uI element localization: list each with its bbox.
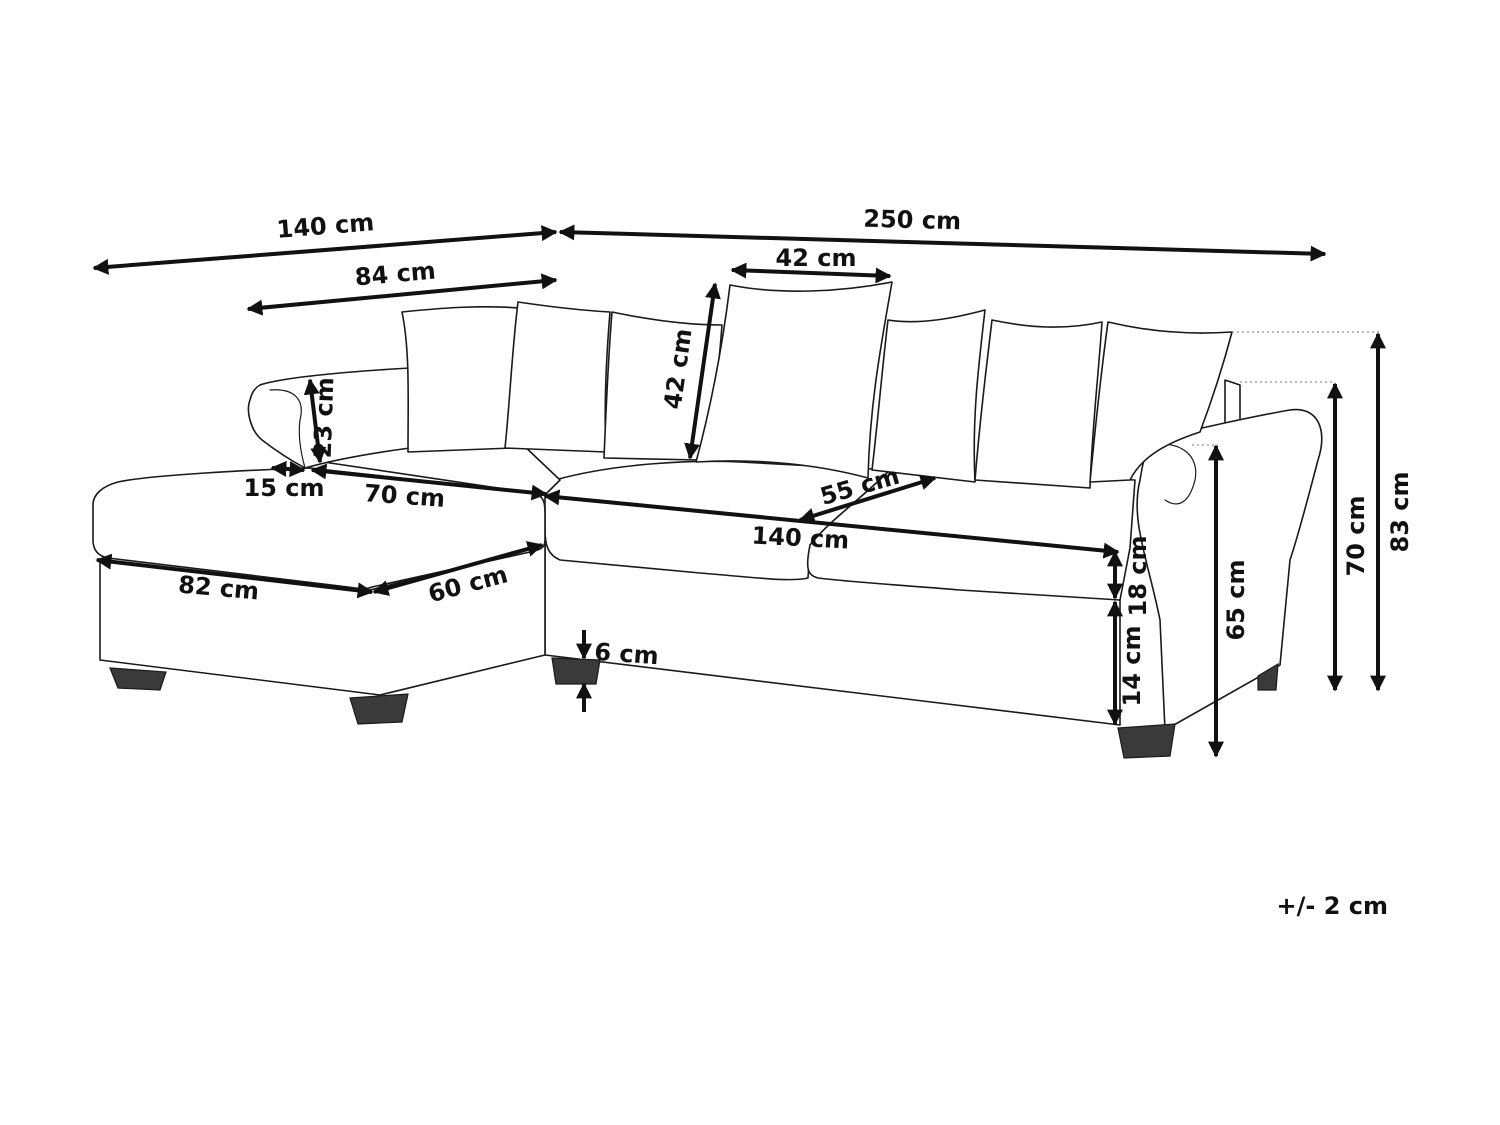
- label-cushion-height: 18 cm: [1124, 536, 1152, 617]
- pillow-6: [974, 319, 1103, 489]
- pillow-2: [504, 301, 611, 453]
- leg-chaise-front: [349, 693, 409, 725]
- label-back-height: 70 cm: [1342, 496, 1370, 577]
- label-leg-height: 6 cm: [594, 638, 660, 670]
- label-armrest-height: 23 cm: [309, 377, 340, 459]
- arrow-pillow-width: [730, 262, 892, 284]
- leg-main-right: [1117, 723, 1176, 759]
- pillow-1: [401, 305, 521, 453]
- label-total-left: 140 cm: [276, 208, 376, 244]
- pillow-4: [695, 281, 893, 479]
- leg-back-right: [1257, 662, 1279, 691]
- leg-chaise-back: [109, 667, 167, 691]
- label-armrest-width: 15 cm: [244, 474, 325, 502]
- label-chaise-seat-depth: 70 cm: [363, 479, 446, 513]
- arrow-armrest-height: [303, 378, 327, 464]
- right-armrest: [1136, 408, 1323, 731]
- pillow-5: [871, 309, 986, 483]
- label-base-height: 14 cm: [1118, 626, 1146, 707]
- label-arm-height: 65 cm: [1222, 560, 1250, 641]
- arrow-chaise-length: [95, 553, 374, 599]
- arrow-total-left: [92, 225, 558, 275]
- arrow-pillows-width: [246, 273, 558, 316]
- tolerance-note: +/- 2 cm: [1277, 892, 1388, 920]
- arrow-seat-width: [543, 489, 1120, 559]
- arrow-chaise-width: [372, 541, 544, 596]
- label-pillows-width: 84 cm: [354, 257, 437, 292]
- arrow-armrest-width: [270, 460, 306, 478]
- label-total-height: 83 cm: [1386, 472, 1414, 553]
- label-total-right: 250 cm: [863, 205, 961, 236]
- arrow-total-right: [558, 224, 1327, 262]
- label-seat-width: 140 cm: [751, 521, 850, 554]
- label-pillow-width: 42 cm: [776, 244, 857, 272]
- pillow-7: [1089, 321, 1233, 483]
- arrow-pillow-height: [684, 282, 721, 460]
- arrow-chaise-seat-depth: [310, 463, 548, 501]
- dimension-arrows: [92, 224, 1386, 758]
